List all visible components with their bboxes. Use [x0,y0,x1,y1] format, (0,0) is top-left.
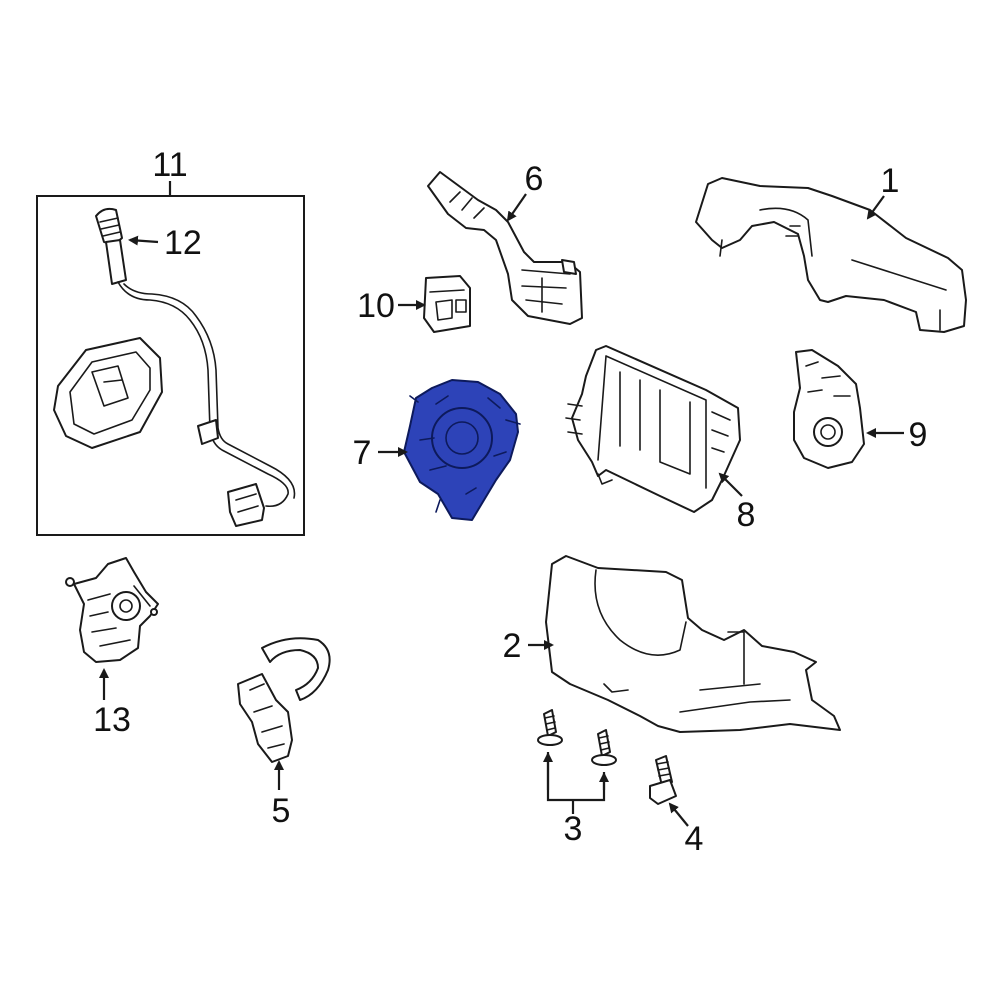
part-4-bolt[interactable] [649,755,677,805]
callout-6: 6 [525,160,544,198]
callout-5: 5 [272,792,291,830]
callout-13: 13 [93,701,131,739]
callout-12-leader [128,235,159,246]
callout-4: 4 [685,820,704,858]
callout-9: 9 [909,416,928,454]
callout-7: 7 [353,434,372,472]
harness-lower-connector [227,483,265,527]
callout-4-leader [668,802,689,827]
callout-11: 11 [152,146,187,184]
part-11-group[interactable] [36,181,305,536]
callout-10: 10 [357,287,395,325]
callout-1-leader [866,195,885,220]
part-13[interactable] [65,557,159,663]
part-9[interactable] [793,349,865,469]
callout-3: 3 [564,810,583,848]
callout-2: 2 [503,627,522,665]
part-3-screw-b[interactable] [591,729,617,766]
part-12-connector[interactable] [95,207,127,285]
harness-wire-2 [123,283,296,499]
part-7-highlighted[interactable] [403,379,521,521]
part-10[interactable] [423,275,471,333]
part-3-screw-a[interactable] [537,709,563,746]
part-6[interactable] [427,171,583,325]
callout-12: 12 [164,224,202,262]
callout-6-leader [506,193,527,222]
part-2[interactable] [545,555,841,733]
harness-housing [53,337,163,449]
harness-clip [197,419,219,445]
part-1[interactable] [695,177,967,333]
callout-8: 8 [737,496,756,534]
callout-1: 1 [881,162,900,200]
part-8[interactable] [565,345,741,513]
part-5[interactable] [237,637,331,763]
callout-8-leader [718,472,743,497]
